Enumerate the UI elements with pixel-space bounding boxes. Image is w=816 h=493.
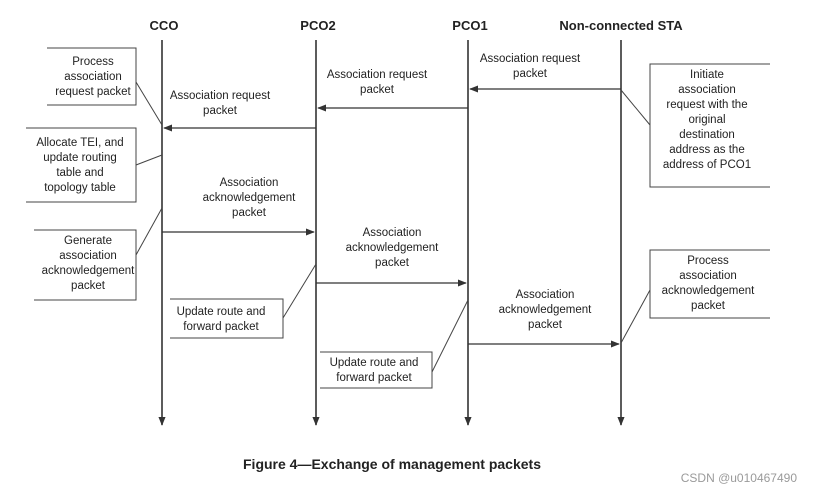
note-connector xyxy=(431,299,469,373)
note-connector xyxy=(135,207,163,256)
note-text-line: forward packet xyxy=(336,372,412,384)
note-connector xyxy=(135,81,163,126)
note-connector xyxy=(620,89,651,126)
note-text-line: Process xyxy=(72,56,114,68)
note-text-line: acknowledgement xyxy=(662,285,756,297)
note-text-line: Generate xyxy=(64,235,112,247)
note-text-line: association xyxy=(59,250,117,262)
message-2: Association request packet xyxy=(163,90,316,132)
message-0: Association request packet xyxy=(469,53,621,93)
annotation-note-5: Update route and forward packet xyxy=(320,299,469,389)
note-connector xyxy=(282,263,317,319)
note-text-line: association xyxy=(679,270,737,282)
note-bracket xyxy=(649,63,770,188)
note-text-line: association xyxy=(678,84,736,96)
note-text-line: table and xyxy=(56,167,103,179)
note-text-line: packet xyxy=(71,280,106,292)
message-label-line: Association xyxy=(516,289,575,301)
entity-header-1: PCO2 xyxy=(300,18,335,33)
note-text-line: Process xyxy=(687,255,729,267)
message-label-line: packet xyxy=(232,207,267,219)
note-text-line: Update route and xyxy=(177,306,266,318)
annotation-note-2: Generate association acknowledgement packet xyxy=(34,207,163,301)
note-text-line: packet xyxy=(691,300,726,312)
note-bracket xyxy=(649,249,770,319)
note-text-line: address of PCO1 xyxy=(663,159,751,171)
note-text-line: destination xyxy=(679,129,735,141)
message-label-line: acknowledgement xyxy=(499,304,593,316)
figure-caption: Figure 4—Exchange of management packets xyxy=(243,456,541,472)
message-label-line: packet xyxy=(203,105,238,117)
message-label-line: packet xyxy=(360,84,395,96)
annotation-note-3: Initiate association request with the origi… xyxy=(620,63,770,188)
note-text-line: Update route and xyxy=(330,357,419,369)
message-label-line: packet xyxy=(528,319,563,331)
message-label-line: Association request xyxy=(327,69,428,81)
note-text-line: association xyxy=(64,71,122,83)
note-text-line: Initiate xyxy=(690,69,724,81)
message-3: Association acknowledgement packet xyxy=(162,177,315,236)
note-text-line: update routing xyxy=(43,152,117,164)
note-text-line: address as the xyxy=(669,144,744,156)
note-bracket xyxy=(47,47,137,106)
note-text-line: topology table xyxy=(44,182,116,194)
entity-header-3: Non-connected STA xyxy=(559,18,683,33)
entity-header-2: PCO1 xyxy=(452,18,487,33)
note-text-line: Allocate TEI, and xyxy=(36,137,123,149)
message-4: Association acknowledgement packet xyxy=(316,227,467,287)
message-label-line: acknowledgement xyxy=(346,242,440,254)
note-connector xyxy=(620,289,651,344)
note-bracket xyxy=(34,229,137,301)
watermark: CSDN @u010467490 xyxy=(681,471,798,485)
note-bracket xyxy=(320,351,433,389)
entity-header-0: CCO xyxy=(150,18,179,33)
annotation-note-6: Process association acknowledgement packet xyxy=(620,249,770,344)
message-label-line: acknowledgement xyxy=(203,192,297,204)
note-bracket xyxy=(170,298,284,339)
note-text-line: request packet xyxy=(55,86,131,98)
annotation-note-1: Allocate TEI, and update routing table and… xyxy=(26,127,163,203)
annotation-note-4: Update route and forward packet xyxy=(170,263,317,339)
message-label-line: Association xyxy=(363,227,422,239)
message-label-line: Association request xyxy=(480,53,581,65)
annotation-note-0: Process association request packet xyxy=(47,47,163,126)
message-label-line: Association xyxy=(220,177,279,189)
note-text-line: original xyxy=(688,114,725,126)
note-text-line: forward packet xyxy=(183,321,259,333)
message-label-line: packet xyxy=(375,257,410,269)
message-label-line: packet xyxy=(513,68,548,80)
message-5: Association acknowledgement packet xyxy=(468,289,620,348)
message-label-line: Association request xyxy=(170,90,271,102)
note-text-line: acknowledgement xyxy=(42,265,136,277)
message-1: Association request packet xyxy=(317,69,468,112)
note-text-line: request with the xyxy=(666,99,747,111)
note-connector xyxy=(135,154,163,166)
